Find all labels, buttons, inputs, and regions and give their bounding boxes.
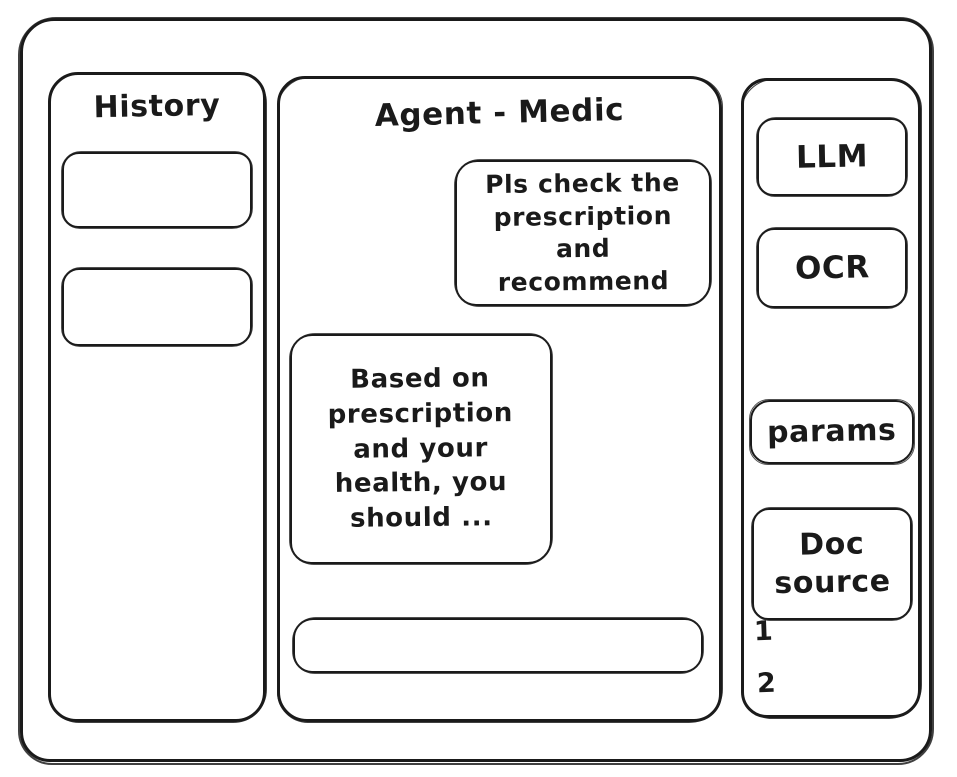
chat-input[interactable] — [292, 617, 704, 674]
chat-message-user: Pls check the prescription and recommend — [454, 159, 712, 307]
doc-source-list-item[interactable]: 2 — [756, 667, 777, 700]
tool-button-label: Doc source — [773, 525, 891, 602]
chat-message-agent: Based on prescription and your health, y… — [289, 333, 553, 565]
doc-source-list-item[interactable]: 1 — [753, 615, 774, 648]
tool-button-ocr[interactable]: OCR — [756, 227, 908, 309]
tool-button-llm[interactable]: LLM — [756, 117, 908, 197]
tool-button-label: params — [766, 412, 898, 451]
tool-button-params[interactable]: params — [749, 399, 915, 465]
history-list-item[interactable] — [61, 151, 253, 229]
history-list-item[interactable] — [61, 267, 253, 347]
history-panel-title: History — [93, 87, 221, 126]
chat-message-text: Pls check the prescription and recommend — [484, 167, 680, 297]
tool-button-doc-source[interactable]: Doc source — [751, 507, 913, 621]
tool-button-label: LLM — [795, 137, 869, 176]
chat-message-text: Based on prescription and your health, y… — [327, 363, 514, 534]
tool-button-label: OCR — [794, 248, 870, 287]
